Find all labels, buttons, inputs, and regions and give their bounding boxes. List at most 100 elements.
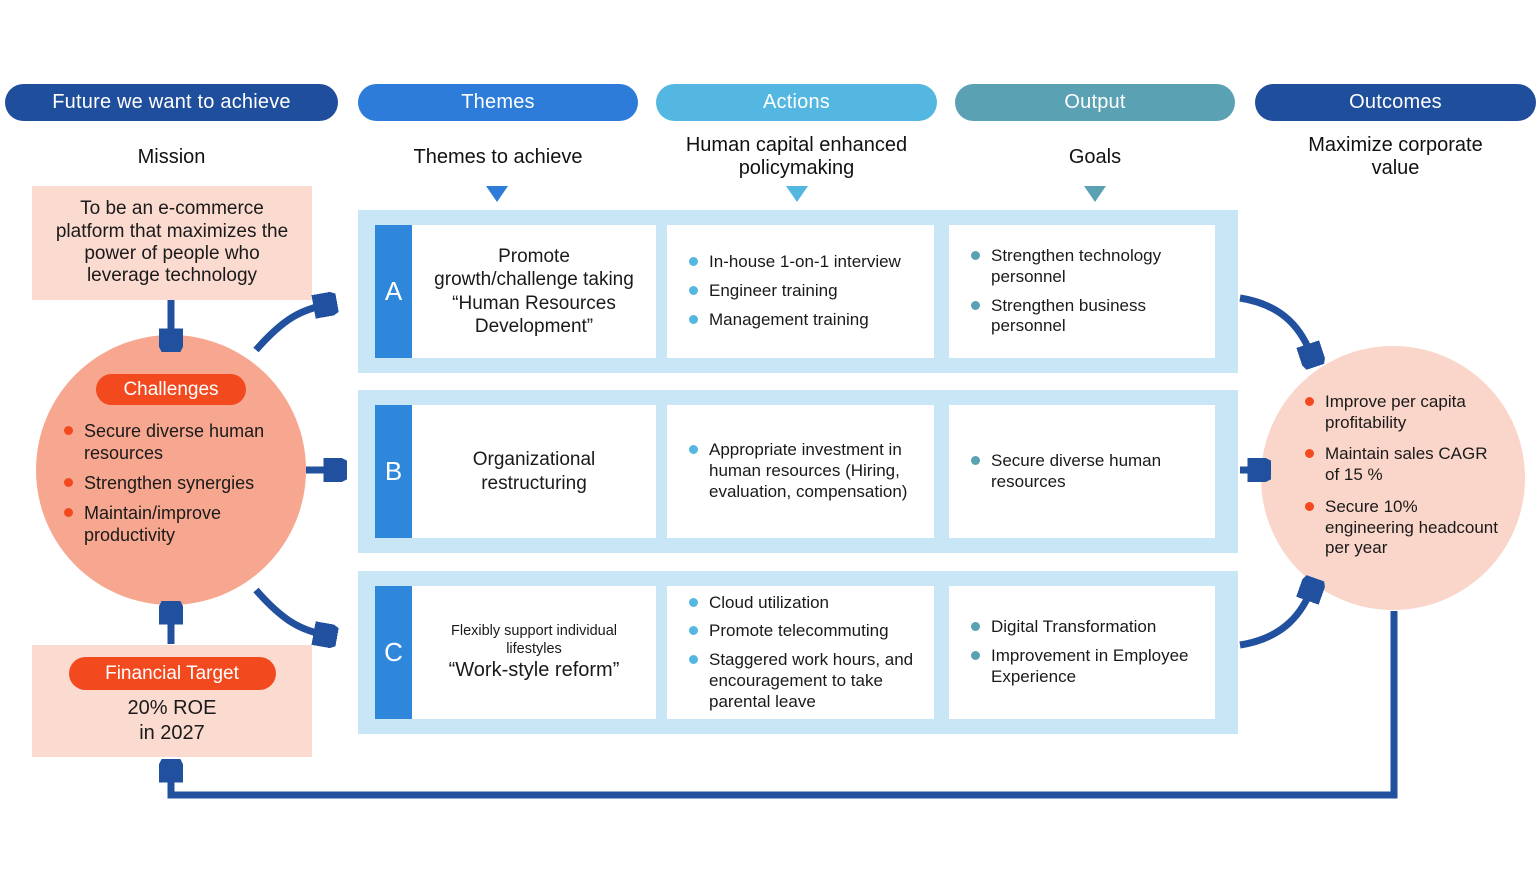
row-a-actions-box: In-house 1-on-1 interview Engineer train… (667, 225, 934, 358)
output-item-label: Strengthen technology personnel (991, 246, 1162, 286)
arrow-row-c-to-outcomes (1239, 585, 1313, 649)
subtitle-actions-label: Human capital enhanced policymaking (685, 134, 908, 179)
bullet-dot-icon (64, 477, 73, 487)
subtitle-themes-label: Themes to achieve (413, 145, 583, 168)
bullet-dot-icon (64, 426, 73, 435)
challenge-item-label: Secure diverse human resources (84, 421, 265, 463)
row-c-tab: C (375, 586, 412, 719)
bullet-dot-icon (971, 651, 980, 661)
challenges-badge: Challenges (96, 374, 246, 405)
row-b-theme-text: Organizational restructuring (472, 449, 596, 494)
bullet-dot-icon (64, 507, 73, 517)
action-item: Management training (689, 310, 924, 331)
output-item: Secure diverse human resources (971, 451, 1205, 492)
action-item: Cloud utilization (689, 593, 924, 614)
mission-box: To be an e-commerce platform that maximi… (32, 186, 312, 300)
bullet-dot-icon (971, 455, 980, 465)
output-item-label: Improvement in Employee Experience (991, 646, 1189, 686)
challenge-item-label: Maintain/improve productivity (84, 502, 222, 545)
header-pill-output: Output (955, 84, 1235, 121)
row-a-theme-box: Promote growth/challenge taking “Human R… (412, 225, 656, 358)
bullet-dot-icon (689, 257, 698, 267)
subtitle-themes: Themes to achieve (358, 127, 638, 187)
subtitle-actions: Human capital enhanced policymaking (656, 127, 937, 187)
bullet-dot-icon (1305, 397, 1314, 406)
theme-row-c: C Flexibly support individual lifestyles… (358, 571, 1238, 734)
financial-target-box: Financial Target 20% ROE in 2027 (32, 645, 312, 757)
subtitle-goals-label: Goals (1068, 145, 1122, 168)
financial-target-value-line1: 20% ROE (127, 697, 217, 719)
row-c-theme-text: Flexibly support individual lifestyles (450, 623, 618, 658)
action-item: Promote telecommuting (689, 621, 924, 642)
down-triangle-icon-output (1084, 186, 1106, 202)
subtitle-outcomes-label: Maximize corporate value (1308, 134, 1483, 179)
row-a-theme-text: Promote growth/challenge taking (434, 246, 634, 291)
action-item-label: Staggered work hours, and encouragement … (709, 650, 914, 711)
bullet-dot-icon (971, 300, 980, 310)
subtitle-outcomes: Maximize corporate value (1255, 127, 1536, 187)
challenge-item: Secure diverse human resources (64, 421, 286, 465)
financial-target-badge: Financial Target (68, 657, 276, 690)
theme-row-b: B Organizational restructuring Appropria… (358, 390, 1238, 553)
outcome-item-label: Maintain sales CAGR of 15 % (1325, 444, 1488, 485)
outcomes-circle: Improve per capita profitability Maintai… (1261, 346, 1525, 610)
outcome-item: Maintain sales CAGR of 15 % (1305, 444, 1505, 485)
bullet-dot-icon (971, 251, 980, 261)
subtitle-goals: Goals (955, 127, 1235, 187)
row-b-theme-box: Organizational restructuring (412, 405, 656, 538)
outcomes-list: Improve per capita profitability Maintai… (1305, 392, 1505, 559)
header-pill-themes: Themes (358, 84, 638, 121)
header-pill-actions: Actions (656, 84, 937, 121)
outcome-item: Secure 10% engineering headcount per yea… (1305, 497, 1505, 559)
outcome-item-label: Improve per capita profitability (1325, 392, 1466, 432)
bullet-dot-icon (689, 597, 698, 607)
output-item-label: Secure diverse human resources (991, 450, 1162, 491)
down-triangle-icon-actions (786, 186, 808, 202)
arrow-challenges-to-row-c (253, 587, 330, 636)
row-c-actions-box: Cloud utilization Promote telecommuting … (667, 586, 934, 719)
bullet-dot-icon (689, 655, 698, 665)
output-item-label: Strengthen business personnel (991, 295, 1146, 336)
action-item: In-house 1-on-1 interview (689, 252, 924, 273)
header-pill-future: Future we want to achieve (5, 84, 338, 121)
bullet-dot-icon (689, 626, 698, 636)
outcome-item-label: Secure 10% engineering headcount per yea… (1325, 496, 1498, 558)
down-triangle-icon-themes (486, 186, 508, 202)
action-item-label: Cloud utilization (709, 592, 830, 612)
arrow-row-a-to-outcomes (1239, 294, 1313, 360)
bullet-dot-icon (689, 445, 698, 455)
action-item: Appropriate investment in human resource… (689, 440, 924, 502)
theme-row-a: A Promote growth/challenge taking “Human… (358, 210, 1238, 373)
subtitle-mission: Mission (5, 127, 338, 187)
output-item: Strengthen technology personnel (971, 246, 1205, 287)
bullet-dot-icon (1305, 501, 1314, 511)
challenge-item: Maintain/improve productivity (64, 503, 286, 547)
output-item-label: Digital Transformation (991, 617, 1157, 637)
row-c-outputs-box: Digital Transformation Improvement in Em… (949, 586, 1215, 719)
output-item: Strengthen business personnel (971, 296, 1205, 337)
output-item: Improvement in Employee Experience (971, 646, 1205, 687)
action-item-label: Management training (709, 309, 869, 329)
output-item: Digital Transformation (971, 617, 1205, 638)
bullet-dot-icon (1305, 449, 1314, 459)
arrow-challenges-to-row-a (253, 304, 330, 353)
row-b-actions-box: Appropriate investment in human resource… (667, 405, 934, 538)
row-c-theme-quote: “Work-style reform” (448, 659, 620, 682)
row-c-theme-box: Flexibly support individual lifestyles “… (412, 586, 656, 719)
challenges-circle: Challenges Secure diverse human resource… (36, 335, 306, 605)
action-item: Engineer training (689, 281, 924, 302)
action-item-label: Engineer training (709, 281, 838, 301)
mission-text: To be an e-commerce platform that maximi… (55, 198, 289, 287)
challenges-list: Secure diverse human resources Strengthe… (64, 421, 286, 547)
action-item-label: Appropriate investment in human resource… (709, 440, 908, 501)
outcome-item: Improve per capita profitability (1305, 392, 1505, 433)
bullet-dot-icon (689, 286, 698, 296)
action-item: Staggered work hours, and encouragement … (689, 650, 924, 712)
row-a-theme-quote: “Human Resources Development” (452, 292, 616, 337)
row-b-tab: B (375, 405, 412, 538)
subtitle-mission-label: Mission (137, 145, 206, 168)
action-item-label: In-house 1-on-1 interview (709, 252, 901, 272)
bullet-dot-icon (689, 314, 698, 324)
row-b-outputs-box: Secure diverse human resources (949, 405, 1215, 538)
